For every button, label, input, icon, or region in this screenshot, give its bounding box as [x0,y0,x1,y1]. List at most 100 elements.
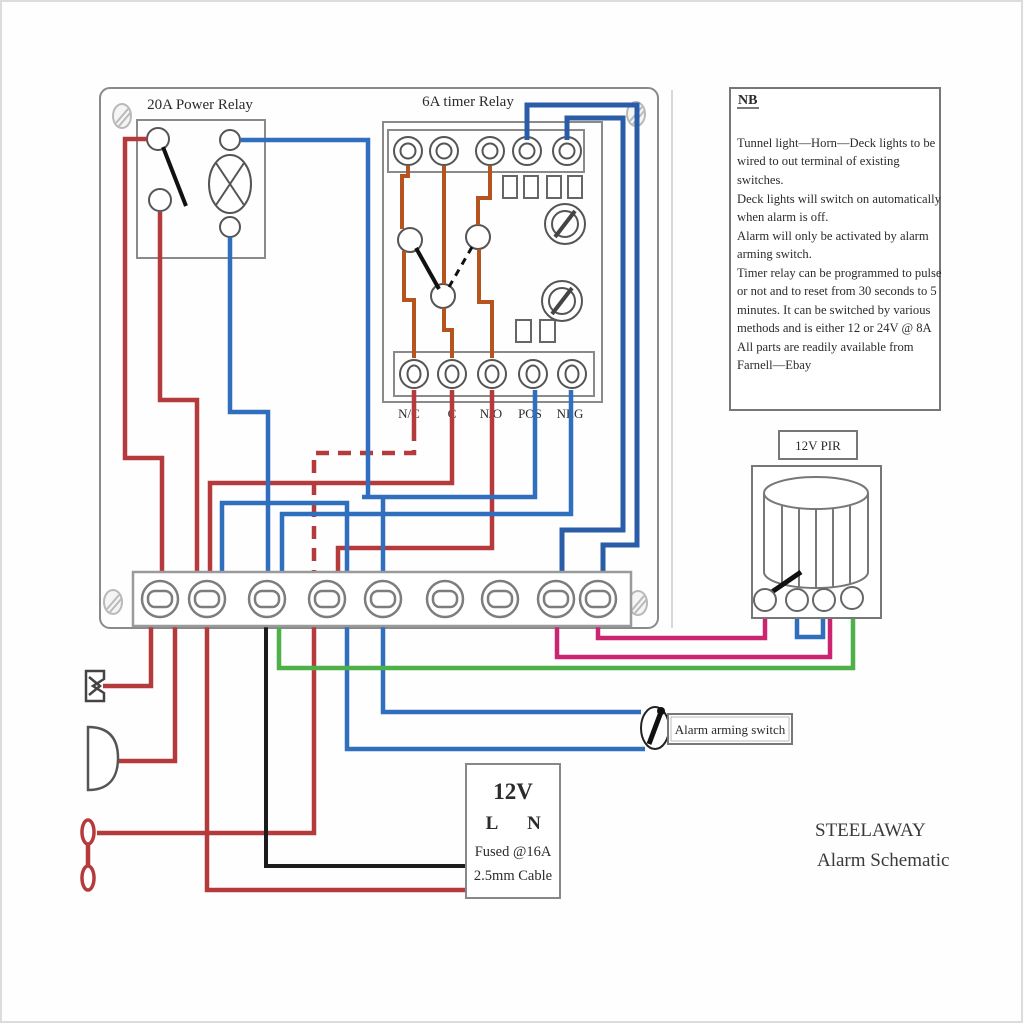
wire-coil-bottom-to-terminal3 [227,237,271,584]
terminal-label: N/C [398,406,420,421]
note-line: arming switch. [737,247,812,261]
wire-horn-to-terminal1 [103,616,154,689]
enclosure-box [99,87,659,629]
timer-top-terminal [552,136,582,166]
wire-relay-to-terminal2 [157,212,200,584]
black-wires [264,616,466,868]
dip-switch [567,175,583,199]
timer-top-terminal [475,136,505,166]
supply-cable: 2.5mm Cable [474,868,552,884]
subtitle: Alarm Schematic [817,850,949,871]
timer-relay-label: 6A timer Relay [422,94,514,110]
note-heading: NB [738,93,757,108]
timer-bottom-terminal [477,359,507,389]
pir-cylinder [763,476,869,589]
red-wires [85,136,495,893]
timer-bottom-terminal [518,359,548,389]
supply-neutral: N [527,813,541,834]
bottom-terminal-strip [131,570,633,628]
supply-box: 12V L N Fused @16A 2.5mm Cable [465,763,561,899]
arming-switch-label-inner-border [670,716,790,742]
adjuster-screw-icon [541,280,583,322]
bottom-terminal [247,579,287,619]
bottom-terminal [425,579,465,619]
corner-screw-icon [103,589,123,615]
dip-switch [502,175,518,199]
terminal-label: POS [518,406,542,421]
strobe-contact [80,818,96,846]
horn-icon [84,669,106,703]
bottom-terminal [363,579,403,619]
wire-terminal2-to-supply-live [204,616,466,893]
note-line: switches. [737,173,784,187]
wire-pos-feed [362,390,538,500]
wire-neg-to-terminal3 [279,390,574,584]
dip-switch [523,175,539,199]
bottom-terminal [140,579,180,619]
note-line: Timer relay can be programmed to pulse [737,266,942,280]
power-relay: 20A Power Relay [136,97,266,259]
dark-blue-wires [524,102,640,584]
timer-bottom-terminal [437,359,467,389]
note-line: All parts are readily available from [737,340,914,354]
wire-timer-top4-to-terminal9 [524,102,640,584]
supply-live: L [486,813,499,834]
wire-bell-to-terminal1 [114,616,178,764]
wire-terminal8-to-pir3 [554,611,833,660]
bottom-terminal [578,579,618,619]
supply-voltage: 12V [493,779,533,804]
timer-lever [414,247,441,290]
bell-icon [86,725,120,792]
wire-pos-to-arming-switch [380,497,641,715]
pir-terminal [840,586,864,610]
supply-fuse: Fused @16A [475,844,552,860]
note-line: Alarm will only be activated by alarm [737,229,929,243]
wire-timer-top5-to-terminal8 [559,115,626,584]
relay-switch-lever [161,146,188,207]
bottom-terminal [536,579,576,619]
timer-top-terminal [429,136,459,166]
dip-switch [546,175,562,199]
note-line: Tunnel light—Horn—Deck lights to be [737,136,936,150]
corner-screw-icon [628,590,648,616]
pir-terminal [753,588,777,612]
blue-wires [219,137,826,752]
timer-top-strip [387,129,585,173]
wire-timer-nc-dashed-alt [311,428,417,572]
corner-screw-icon [112,103,132,129]
strobe-contacts [80,818,96,892]
pir-terminal [812,588,836,612]
timer-bottom-terminal [557,359,587,389]
bottom-terminal [187,579,227,619]
key-head [657,707,665,715]
power-relay-box [136,119,266,259]
wire-terminal3-to-pir4 [276,610,856,671]
strobe-contact [80,864,96,892]
schematic-title: STEELAWAY Alarm Schematic [815,820,949,871]
timer-relay: 6A timer Relay [382,94,603,421]
green-wires [276,610,856,671]
note-box: NB Tunnel light—Horn—Deck lights to be w… [729,87,942,411]
timer-lever-alt-dashed [447,246,474,288]
timer-top-terminal [512,136,542,166]
note-line: methods and is either 12 or 24V @ 8A [737,321,932,335]
wire-pir-jumper [794,610,826,640]
note-line: Deck lights will switch on automatically [737,192,942,206]
dip-switch [515,319,532,343]
timer-internal-wires [400,166,494,358]
arming-switch-label: Alarm arming switch [675,722,786,737]
pir-sensor: 12V PIR [751,430,882,619]
pir-label-box [778,430,858,460]
note-line: minutes. It can be switched by various [737,303,931,317]
wire-arming-switch-return [219,500,645,752]
timer-bottom-terminal [399,359,429,389]
wire-terminal3-to-supply-neutral [264,616,466,868]
bottom-terminal [480,579,520,619]
timer-top-terminal [393,136,423,166]
note-body: Tunnel light—Horn—Deck lights to be wire… [737,136,942,372]
key-glyph [646,711,664,745]
note-line: or not and to reset from 30 seconds to 5 [737,284,937,298]
